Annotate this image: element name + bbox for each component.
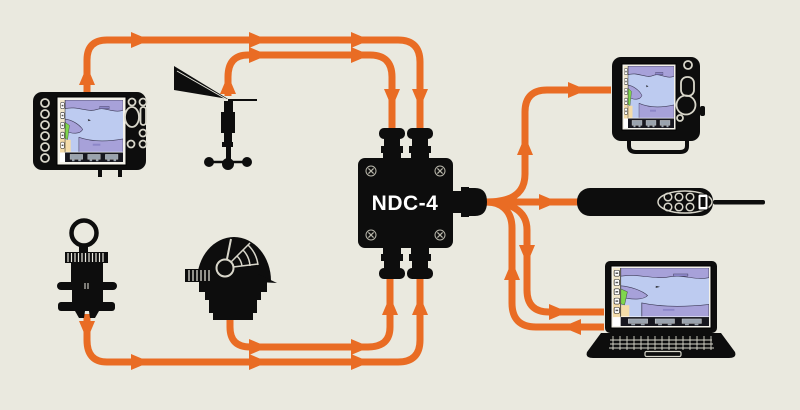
right-cable-gland	[453, 187, 487, 217]
compass-sensor	[185, 237, 277, 320]
keypad-buttons	[663, 192, 695, 212]
mounting-bracket	[627, 139, 689, 154]
cable-laptop-to-ndc4	[486, 198, 604, 331]
chartplotter-right	[612, 57, 705, 154]
laptop-base	[586, 333, 736, 358]
laptop	[586, 261, 736, 358]
map-display	[613, 268, 709, 326]
cable-ndc4-to-laptop	[485, 198, 604, 316]
ndc4-multiplexer: NDC-4	[358, 128, 487, 279]
handheld-device	[577, 188, 765, 216]
touchpad	[644, 350, 682, 358]
chartplotter-left	[33, 92, 148, 177]
cable-compass-to-ndc4	[226, 276, 394, 351]
right-controls	[675, 60, 697, 122]
bottom-cable-glands	[379, 248, 433, 279]
handheld-cord	[713, 200, 765, 205]
cable-windvane-to-ndc4	[224, 51, 396, 130]
right-controls	[124, 97, 148, 149]
cable-ndc4-to-chartplotter-right	[485, 86, 611, 206]
left-button-column	[40, 98, 50, 163]
map-display	[60, 100, 123, 162]
top-cable-glands	[379, 128, 433, 159]
corner-screws	[365, 165, 446, 241]
through-hull-transducer	[57, 218, 117, 318]
map-display	[624, 66, 674, 128]
ndc4-label: NDC-4	[372, 192, 439, 215]
wind-vane-sensor	[174, 66, 257, 170]
keyboard	[609, 336, 714, 350]
